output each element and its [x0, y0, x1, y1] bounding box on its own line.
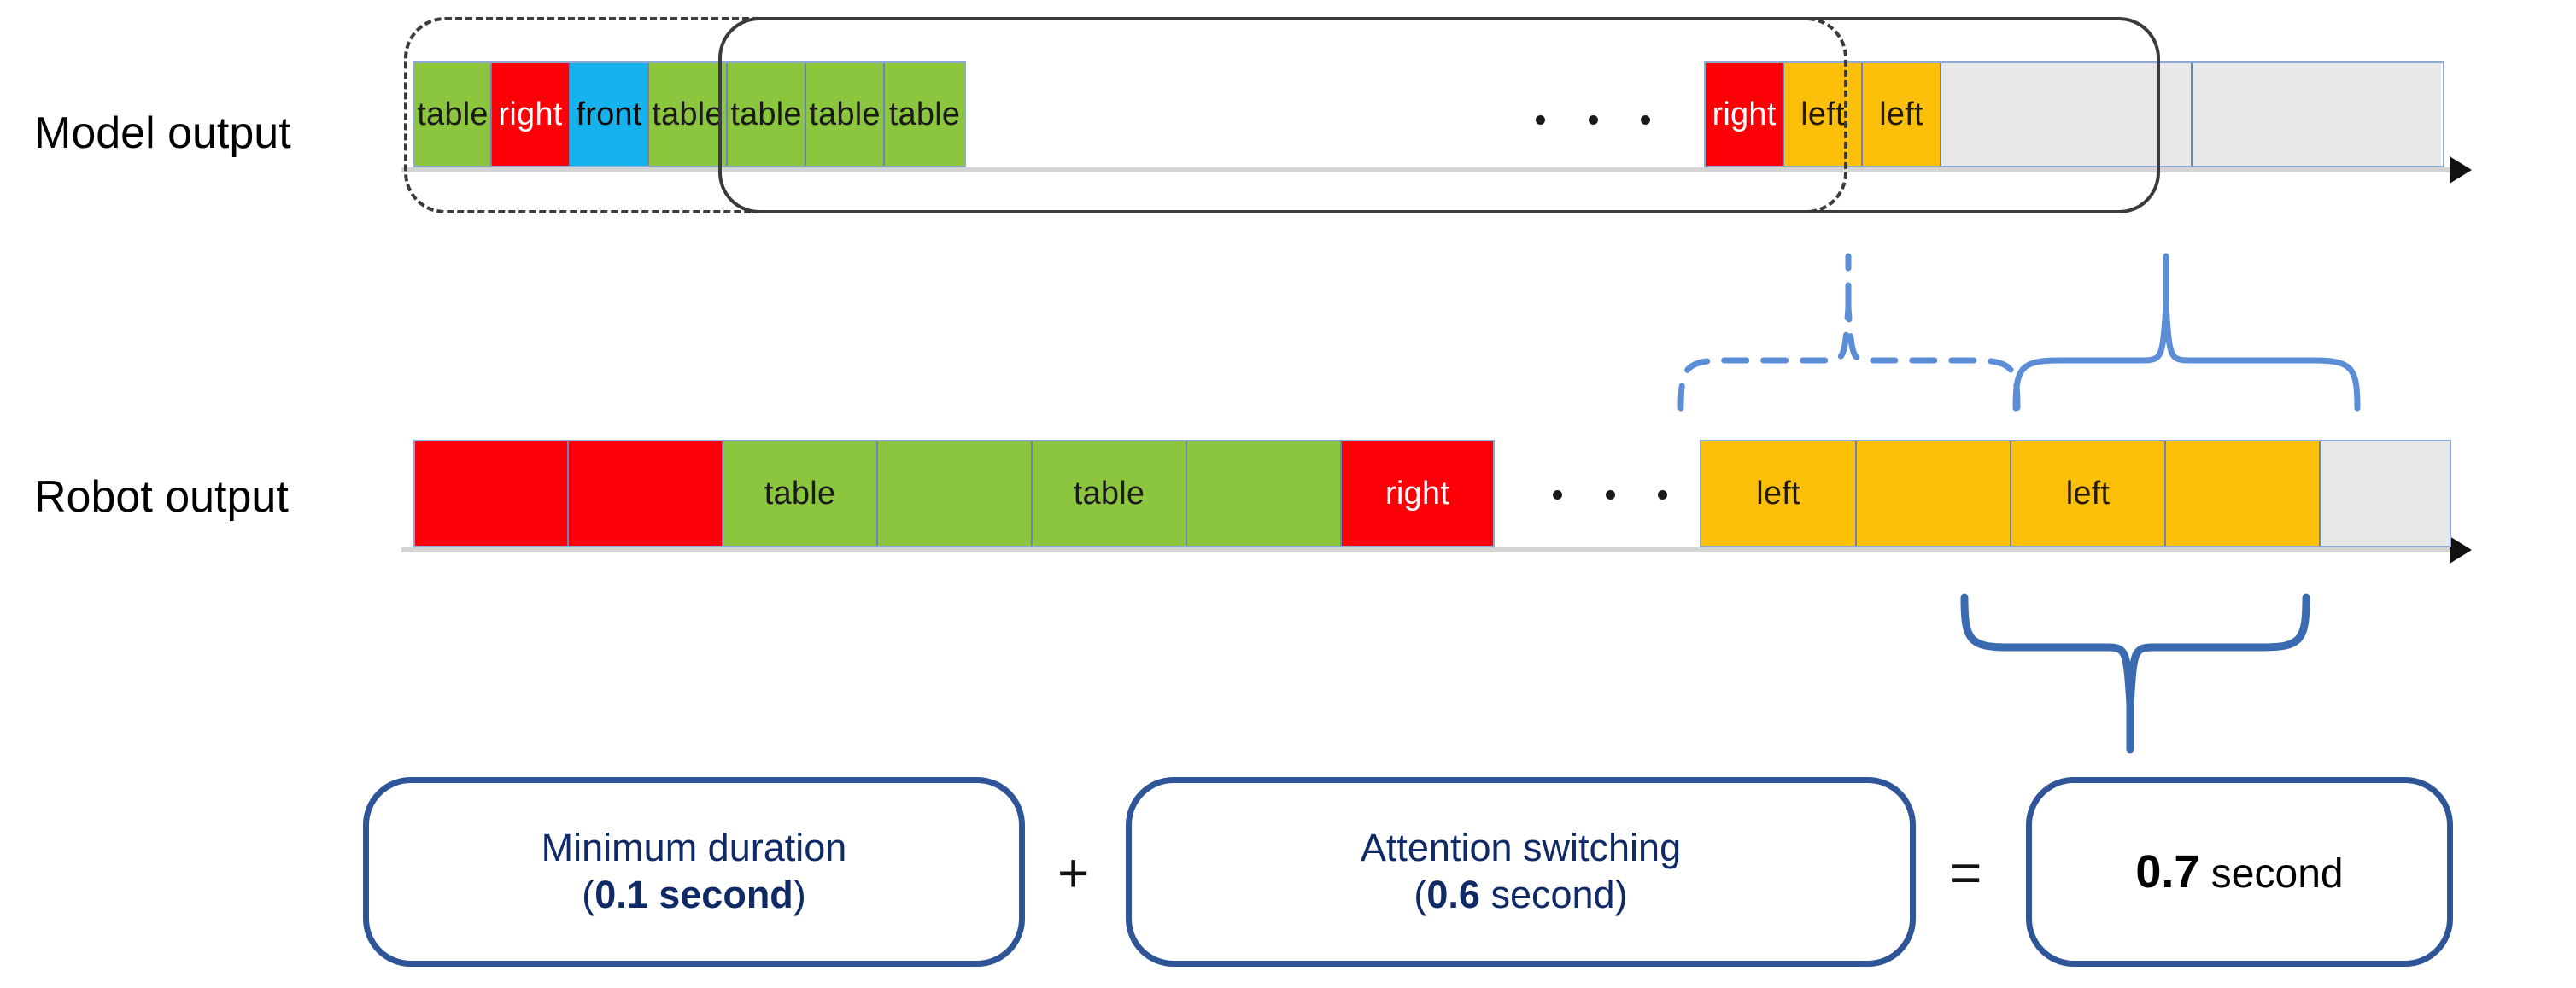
robot-output-strip-right: left left: [1700, 440, 2451, 547]
minimum-duration-title: Minimum duration: [541, 826, 847, 870]
dot-icon: [1588, 114, 1598, 125]
token-cell: right: [1342, 441, 1493, 546]
model-output-label: Model output: [34, 108, 291, 158]
token-cell: [1941, 63, 2193, 166]
model-timeline-arrow-icon: [2450, 156, 2472, 184]
token-cell: [415, 441, 569, 546]
robot-timeline-axis: [401, 547, 2451, 552]
token-cell-label: table: [730, 96, 802, 132]
result-brace-solid: [1956, 593, 2315, 769]
total-duration-value: 0.7 second: [2135, 845, 2343, 900]
minimum-duration-pill[interactable]: Minimum duration (0.1 second): [363, 777, 1025, 967]
token-cell-label: table: [652, 96, 723, 132]
token-cell: left: [1863, 63, 1941, 166]
attention-switching-seconds: 0.6: [1426, 873, 1480, 916]
token-cell-label: table: [888, 96, 961, 132]
token-cell: [569, 441, 723, 546]
token-cell-label: right: [498, 96, 563, 132]
model-ellipsis: [1536, 114, 1650, 126]
token-cell: table: [649, 63, 728, 166]
token-cell-label: right: [1385, 476, 1449, 512]
plus-operator: +: [1057, 842, 1090, 903]
attention-switching-title: Attention switching: [1360, 826, 1682, 870]
dot-icon: [1536, 114, 1545, 125]
token-cell: [2193, 63, 2441, 166]
token-cell: table: [885, 63, 964, 166]
token-cell: left: [2011, 441, 2166, 546]
model-group-solid-outline: [718, 17, 2160, 213]
token-cell-label: table: [809, 96, 881, 132]
token-cell: [1187, 441, 1342, 546]
minimum-duration-seconds: 0.1 second: [594, 873, 793, 916]
token-cell: table: [415, 63, 492, 166]
attention-switching-brace-dashed: [1674, 253, 2024, 412]
token-cell-label: left: [1756, 476, 1800, 512]
token-cell: table: [728, 63, 806, 166]
dot-icon: [1553, 489, 1562, 500]
attention-switching-pill[interactable]: Attention switching (0.6 second): [1126, 777, 1916, 967]
attention-switching-unit: second): [1479, 873, 1628, 916]
robot-ellipsis: [1553, 488, 1667, 500]
token-cell: right: [492, 63, 571, 166]
dot-icon: [1641, 114, 1650, 125]
token-cell: table: [806, 63, 885, 166]
token-cell-label: table: [1073, 476, 1145, 512]
token-cell: [2166, 441, 2321, 546]
token-cell-label: right: [1712, 96, 1777, 132]
total-duration-pill[interactable]: 0.7 second: [2026, 777, 2453, 967]
token-cell-label: table: [417, 96, 489, 132]
token-cell: left: [1784, 63, 1863, 166]
robot-timeline-arrow-icon: [2450, 536, 2472, 564]
token-cell: front: [571, 63, 649, 166]
token-cell-label: table: [764, 476, 836, 512]
token-cell-label: front: [576, 96, 642, 132]
token-cell: table: [723, 441, 878, 546]
robot-output-label: Robot output: [34, 472, 289, 522]
paren-open: (: [582, 873, 595, 916]
token-cell: [1857, 441, 2011, 546]
token-cell: [878, 441, 1033, 546]
dot-icon: [1605, 489, 1615, 500]
total-seconds-number: 0.7: [2135, 845, 2200, 897]
total-seconds-unit: second: [2199, 851, 2344, 897]
model-output-strip-right: right left left: [1704, 61, 2444, 167]
token-cell-label: left: [2065, 476, 2111, 512]
paren-close: ): [793, 873, 806, 916]
token-cell: right: [1706, 63, 1784, 166]
dot-icon: [1658, 489, 1667, 500]
attention-switching-value: (0.6 second): [1414, 872, 1627, 919]
model-timeline-axis: [401, 167, 2451, 172]
token-cell: [2321, 441, 2450, 546]
token-cell: left: [1701, 441, 1857, 546]
minimum-duration-brace-solid: [2007, 253, 2366, 412]
token-cell: table: [1033, 441, 1187, 546]
token-cell-label: left: [1879, 96, 1923, 132]
minimum-duration-value: (0.1 second): [582, 872, 806, 919]
equals-operator: =: [1950, 842, 1982, 903]
token-cell-label: left: [1800, 96, 1845, 132]
robot-output-strip-left: table table right: [413, 440, 1495, 547]
paren-open: (: [1414, 873, 1427, 916]
